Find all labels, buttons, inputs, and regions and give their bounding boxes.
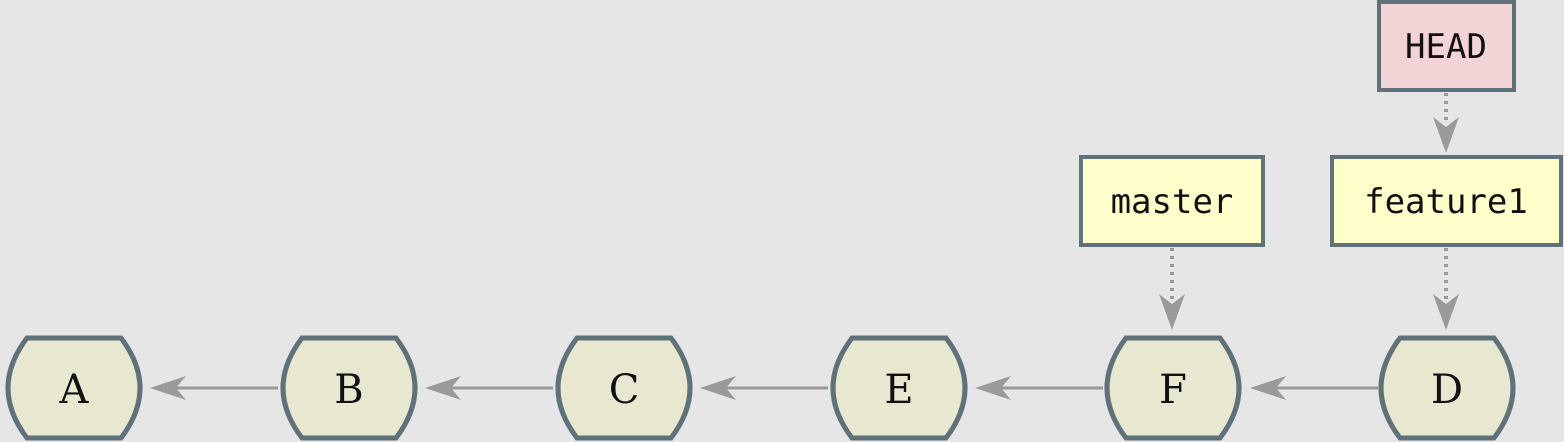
head-ref[interactable]: HEAD	[1377, 0, 1516, 92]
commit-label-e: E	[884, 367, 913, 413]
head-label: HEAD	[1405, 27, 1487, 67]
commit-label-f: F	[1159, 367, 1187, 413]
commit-nodes: A B C E F D	[5, 335, 1516, 441]
commit-label-b: B	[334, 367, 363, 413]
commit-node-a[interactable]: A	[5, 335, 143, 441]
parent-edge-f-to-e	[975, 376, 1103, 400]
commit-label-c: C	[609, 367, 640, 413]
commit-node-d[interactable]: D	[1378, 335, 1516, 441]
parent-edge-c-to-b	[425, 376, 553, 400]
branch-box-master	[1079, 155, 1265, 247]
pointer-feature1-to-d	[1433, 248, 1459, 330]
parent-edge-d-to-f	[1250, 376, 1378, 400]
head-box	[1377, 0, 1516, 92]
pointer-master-to-f	[1159, 248, 1185, 330]
branch-box-feature1	[1330, 155, 1563, 247]
parent-edge-b-to-a	[150, 376, 278, 400]
commit-label-a: A	[59, 367, 90, 413]
branch-master[interactable]: master	[1079, 155, 1265, 247]
branch-label-feature1: feature1	[1364, 182, 1528, 222]
commit-label-d: D	[1431, 367, 1463, 413]
branch-label-master: master	[1111, 182, 1234, 222]
commit-node-c[interactable]: C	[555, 335, 693, 441]
commit-node-f[interactable]: F	[1104, 335, 1242, 441]
commit-node-e[interactable]: E	[830, 335, 968, 441]
commit-node-b[interactable]: B	[280, 335, 418, 441]
parent-edge-e-to-c	[700, 376, 828, 400]
branch-feature1[interactable]: feature1	[1330, 155, 1563, 247]
pointer-head-to-feature1	[1433, 93, 1459, 153]
parent-edges	[150, 376, 1378, 400]
